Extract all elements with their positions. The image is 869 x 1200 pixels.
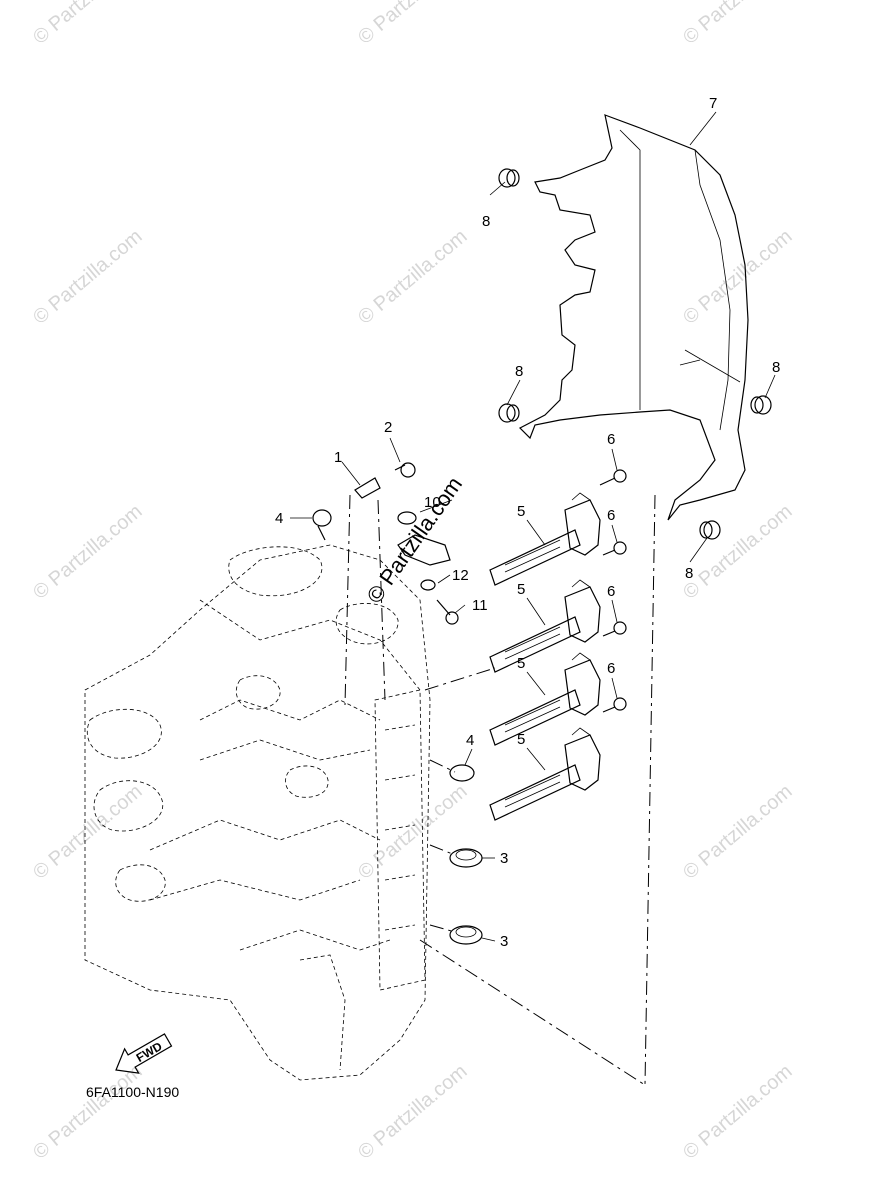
callout-2: 2 (384, 419, 392, 436)
callout-3: 3 (500, 850, 508, 867)
callout-8: 8 (685, 565, 693, 582)
grommet (498, 168, 520, 188)
grommet-group (498, 168, 772, 540)
diagram-code: 6FA1100-N190 (86, 1084, 180, 1100)
clamp-3 (449, 848, 483, 868)
watermark: © Partzilla.com (679, 780, 796, 883)
bolt-11 (436, 599, 459, 625)
grommet (699, 520, 721, 540)
callout-7: 7 (709, 95, 717, 112)
watermark: © Partzilla.com (362, 472, 468, 608)
bolt (602, 541, 627, 556)
callout-5: 5 (517, 655, 525, 672)
callout-8: 8 (772, 359, 780, 376)
grommet (498, 403, 520, 423)
watermark: © Partzilla.com (29, 1060, 146, 1163)
watermark: © Partzilla.com (354, 780, 471, 883)
engine-block (84, 544, 431, 1081)
callout-4: 4 (275, 510, 283, 527)
watermark: © Partzilla.com (679, 225, 796, 328)
watermark: © Partzilla.com (354, 1060, 471, 1163)
watermark: © Partzilla.com (29, 780, 146, 883)
watermark: © Partzilla.com (29, 0, 146, 49)
ignition-coil (489, 652, 601, 746)
callout-10: 10 (424, 494, 441, 511)
bolts (599, 469, 627, 713)
coil-cover (518, 114, 749, 521)
ignition-coil (489, 579, 601, 673)
callout-5: 5 (517, 731, 525, 748)
bracket (354, 477, 381, 499)
clamp-4-top (312, 509, 332, 541)
ignition-coil (489, 492, 601, 586)
bolt (602, 697, 627, 713)
callout-8: 8 (515, 363, 523, 380)
bolt (599, 469, 627, 486)
watermark: © Partzilla.com (679, 1060, 796, 1163)
ignition-coils (489, 492, 601, 821)
callout-1: 1 (334, 449, 342, 466)
callouts: 1 2 3 3 4 4 5 5 5 5 6 6 6 6 7 8 8 8 8 10… (275, 95, 780, 950)
callout-6: 6 (607, 660, 615, 677)
watermark: © Partzilla.com (29, 225, 146, 328)
ignition-coil (489, 727, 601, 821)
watermark: © Partzilla.com (354, 225, 471, 328)
small-parts (312, 462, 483, 945)
callout-11: 11 (472, 597, 488, 614)
grommet (750, 395, 772, 415)
callout-3: 3 (500, 933, 508, 950)
callout-8: 8 (482, 213, 490, 230)
bolt-2 (394, 462, 416, 478)
o-ring-12 (420, 579, 436, 591)
watermark-layer: © Partzilla.com © Partzilla.com © Partzi… (29, 0, 796, 1164)
callout-5: 5 (517, 503, 525, 520)
sensor (397, 511, 451, 566)
watermark: © Partzilla.com (29, 500, 146, 603)
callout-6: 6 (607, 507, 615, 524)
clamp-3 (449, 925, 483, 945)
fwd-label: FWD (134, 1039, 165, 1065)
clamp-4-mid (449, 764, 475, 782)
callout-4: 4 (466, 732, 474, 749)
callout-12: 12 (452, 567, 469, 584)
watermark: © Partzilla.com (679, 0, 796, 49)
callout-6: 6 (607, 583, 615, 600)
callout-5: 5 (517, 581, 525, 598)
callout-6: 6 (607, 431, 615, 448)
watermark: © Partzilla.com (354, 0, 471, 49)
bolt (602, 621, 627, 637)
leader-lines (290, 111, 776, 1086)
